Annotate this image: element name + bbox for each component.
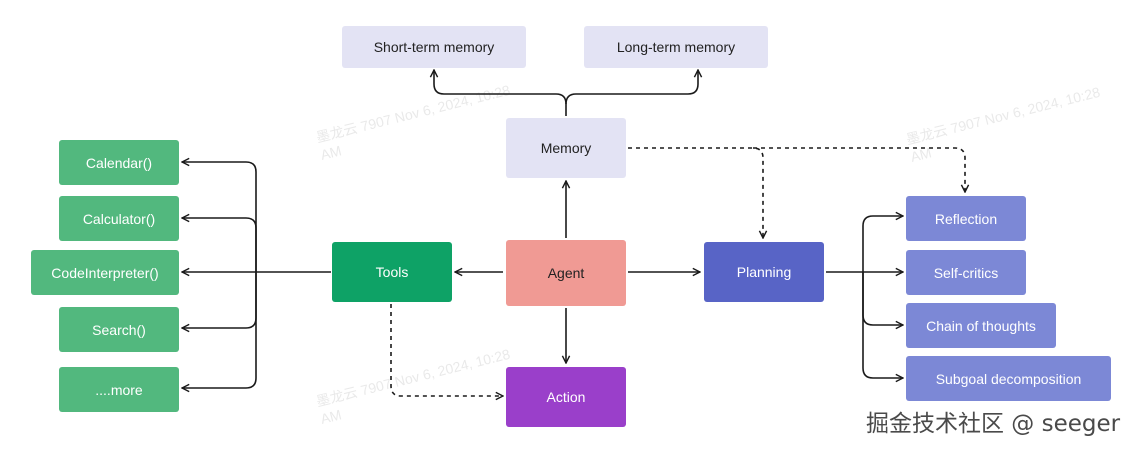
tool-item-label: Search(): [92, 321, 146, 338]
tool-item-more: ....more: [59, 367, 179, 412]
planning-item-self-critics: Self-critics: [906, 250, 1026, 295]
edge-planning-subgoal: [862, 272, 903, 378]
planning-item-label: Self-critics: [933, 264, 999, 281]
edge-planning-reflection: [862, 216, 903, 272]
tool-item-label: Calculator(): [82, 210, 156, 227]
action-node: Action: [506, 367, 626, 427]
planning-item-label: Chain of thoughts: [926, 317, 1036, 334]
planning-item-chain-of-thoughts: Chain of thoughts: [906, 303, 1056, 348]
edge-tools-more: [182, 272, 257, 388]
edge-memory-short-term: [434, 70, 567, 116]
short-term-memory-label: Short-term memory: [373, 39, 495, 55]
agent-label: Agent: [547, 265, 585, 281]
edge-tools-search: [182, 272, 257, 328]
planning-item-label: Subgoal decomposition: [935, 370, 1082, 387]
edge-memory-reflection-dashed: [753, 147, 965, 192]
memory-label: Memory: [540, 140, 592, 156]
source-credit: 掘金技术社区 @ seeger: [866, 411, 1121, 437]
tools-label: Tools: [375, 264, 409, 280]
tool-item-codeinterpreter: CodeInterpreter(): [31, 250, 179, 295]
tool-item-search: Search(): [59, 307, 179, 352]
tool-item-label: ....more: [95, 381, 143, 398]
edge-planning-chain: [862, 272, 903, 325]
edge-memory-long-term: [565, 70, 698, 105]
tool-item-calendar: Calendar(): [59, 140, 179, 185]
edge-tools-calculator: [182, 218, 257, 272]
tool-item-label: CodeInterpreter(): [51, 264, 159, 281]
planning-item-reflection: Reflection: [906, 196, 1026, 241]
planning-item-subgoal-decomposition: Subgoal decomposition: [906, 356, 1111, 401]
edge-tools-calendar: [182, 162, 257, 272]
agent-node: Agent: [506, 240, 626, 306]
edge-tools-action-dashed: [390, 304, 503, 396]
tools-node: Tools: [332, 242, 452, 302]
long-term-memory-label: Long-term memory: [616, 39, 736, 55]
planning-item-label: Reflection: [934, 210, 998, 227]
planning-label: Planning: [736, 264, 792, 280]
action-label: Action: [546, 389, 586, 405]
tool-item-label: Calendar(): [85, 154, 153, 171]
memory-node: Memory: [506, 118, 626, 178]
tool-item-calculator: Calculator(): [59, 196, 179, 241]
edge-memory-planning-dashed: [628, 147, 763, 238]
short-term-memory-node: Short-term memory: [342, 26, 526, 68]
planning-node: Planning: [704, 242, 824, 302]
long-term-memory-node: Long-term memory: [584, 26, 768, 68]
